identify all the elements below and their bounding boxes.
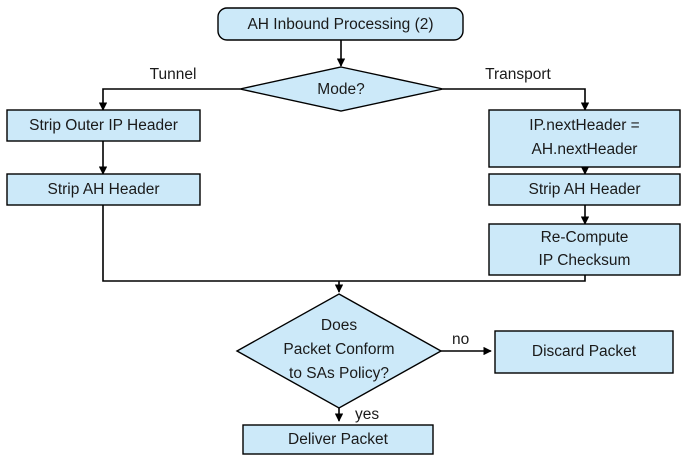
node-set-next-header-label-line2: AH.nextHeader (532, 141, 638, 158)
node-set-next-header-label-line1: IP.nextHeader = (529, 117, 639, 134)
node-discard-packet-shape (494, 330, 674, 374)
node-strip-outer-ip-header-label: Strip Outer IP Header (29, 117, 178, 134)
node-mode-decision-label: Mode? (317, 81, 365, 98)
edge-label-transport: Transport (485, 66, 551, 83)
node-strip-ah-header-transport-shape (488, 173, 681, 206)
node-deliver-packet[interactable]: Deliver Packet (242, 424, 434, 455)
node-mode-decision[interactable]: Mode? (239, 66, 444, 112)
node-strip-ah-header-transport[interactable]: Strip AH Header (488, 173, 681, 206)
node-policy-decision[interactable]: Does Packet Conform to SAs Policy? (235, 293, 443, 409)
node-discard-packet-label: Discard Packet (532, 343, 637, 360)
node-deliver-packet-shape (242, 424, 434, 455)
node-set-next-header[interactable]: IP.nextHeader = AH.nextHeader (488, 109, 681, 168)
node-policy-decision-label-line2: Packet Conform (283, 341, 394, 358)
connector-transport-merge (339, 275, 586, 282)
node-strip-outer-ip-header[interactable]: Strip Outer IP Header (6, 109, 201, 142)
connector-mode-tunnel (98, 88, 240, 111)
node-strip-ah-header-transport-label: Strip AH Header (529, 181, 641, 198)
node-set-next-header-shape (488, 109, 681, 168)
node-strip-ah-header-tunnel-label: Strip AH Header (48, 181, 160, 198)
node-strip-ah-header-tunnel-shape (6, 173, 201, 206)
node-recompute-ip-checksum[interactable]: Re-Compute IP Checksum (488, 223, 681, 276)
connector-mode-transport (443, 88, 590, 111)
node-start-shape (217, 7, 464, 41)
node-policy-decision-label-line1: Does (321, 317, 357, 334)
node-strip-ah-header-tunnel[interactable]: Strip AH Header (6, 173, 201, 206)
node-strip-outer-ip-header-shape (6, 109, 201, 142)
node-start[interactable]: AH Inbound Processing (2) (217, 7, 464, 41)
edge-label-no: no (452, 331, 469, 348)
node-start-label: AH Inbound Processing (2) (247, 16, 433, 33)
node-recompute-ip-checksum-label-line1: Re-Compute (541, 229, 629, 246)
node-discard-packet[interactable]: Discard Packet (494, 330, 674, 374)
node-mode-decision-shape (239, 66, 444, 112)
node-recompute-ip-checksum-label-line2: IP Checksum (539, 252, 631, 269)
edge-label-yes: yes (355, 406, 379, 423)
node-deliver-packet-label: Deliver Packet (288, 431, 389, 448)
connector-tunnel-merge (102, 205, 339, 282)
node-recompute-ip-checksum-shape (488, 223, 681, 276)
node-policy-decision-shape (235, 293, 443, 409)
node-policy-decision-label-line3: to SAs Policy? (289, 365, 389, 382)
edge-label-tunnel: Tunnel (150, 66, 197, 83)
